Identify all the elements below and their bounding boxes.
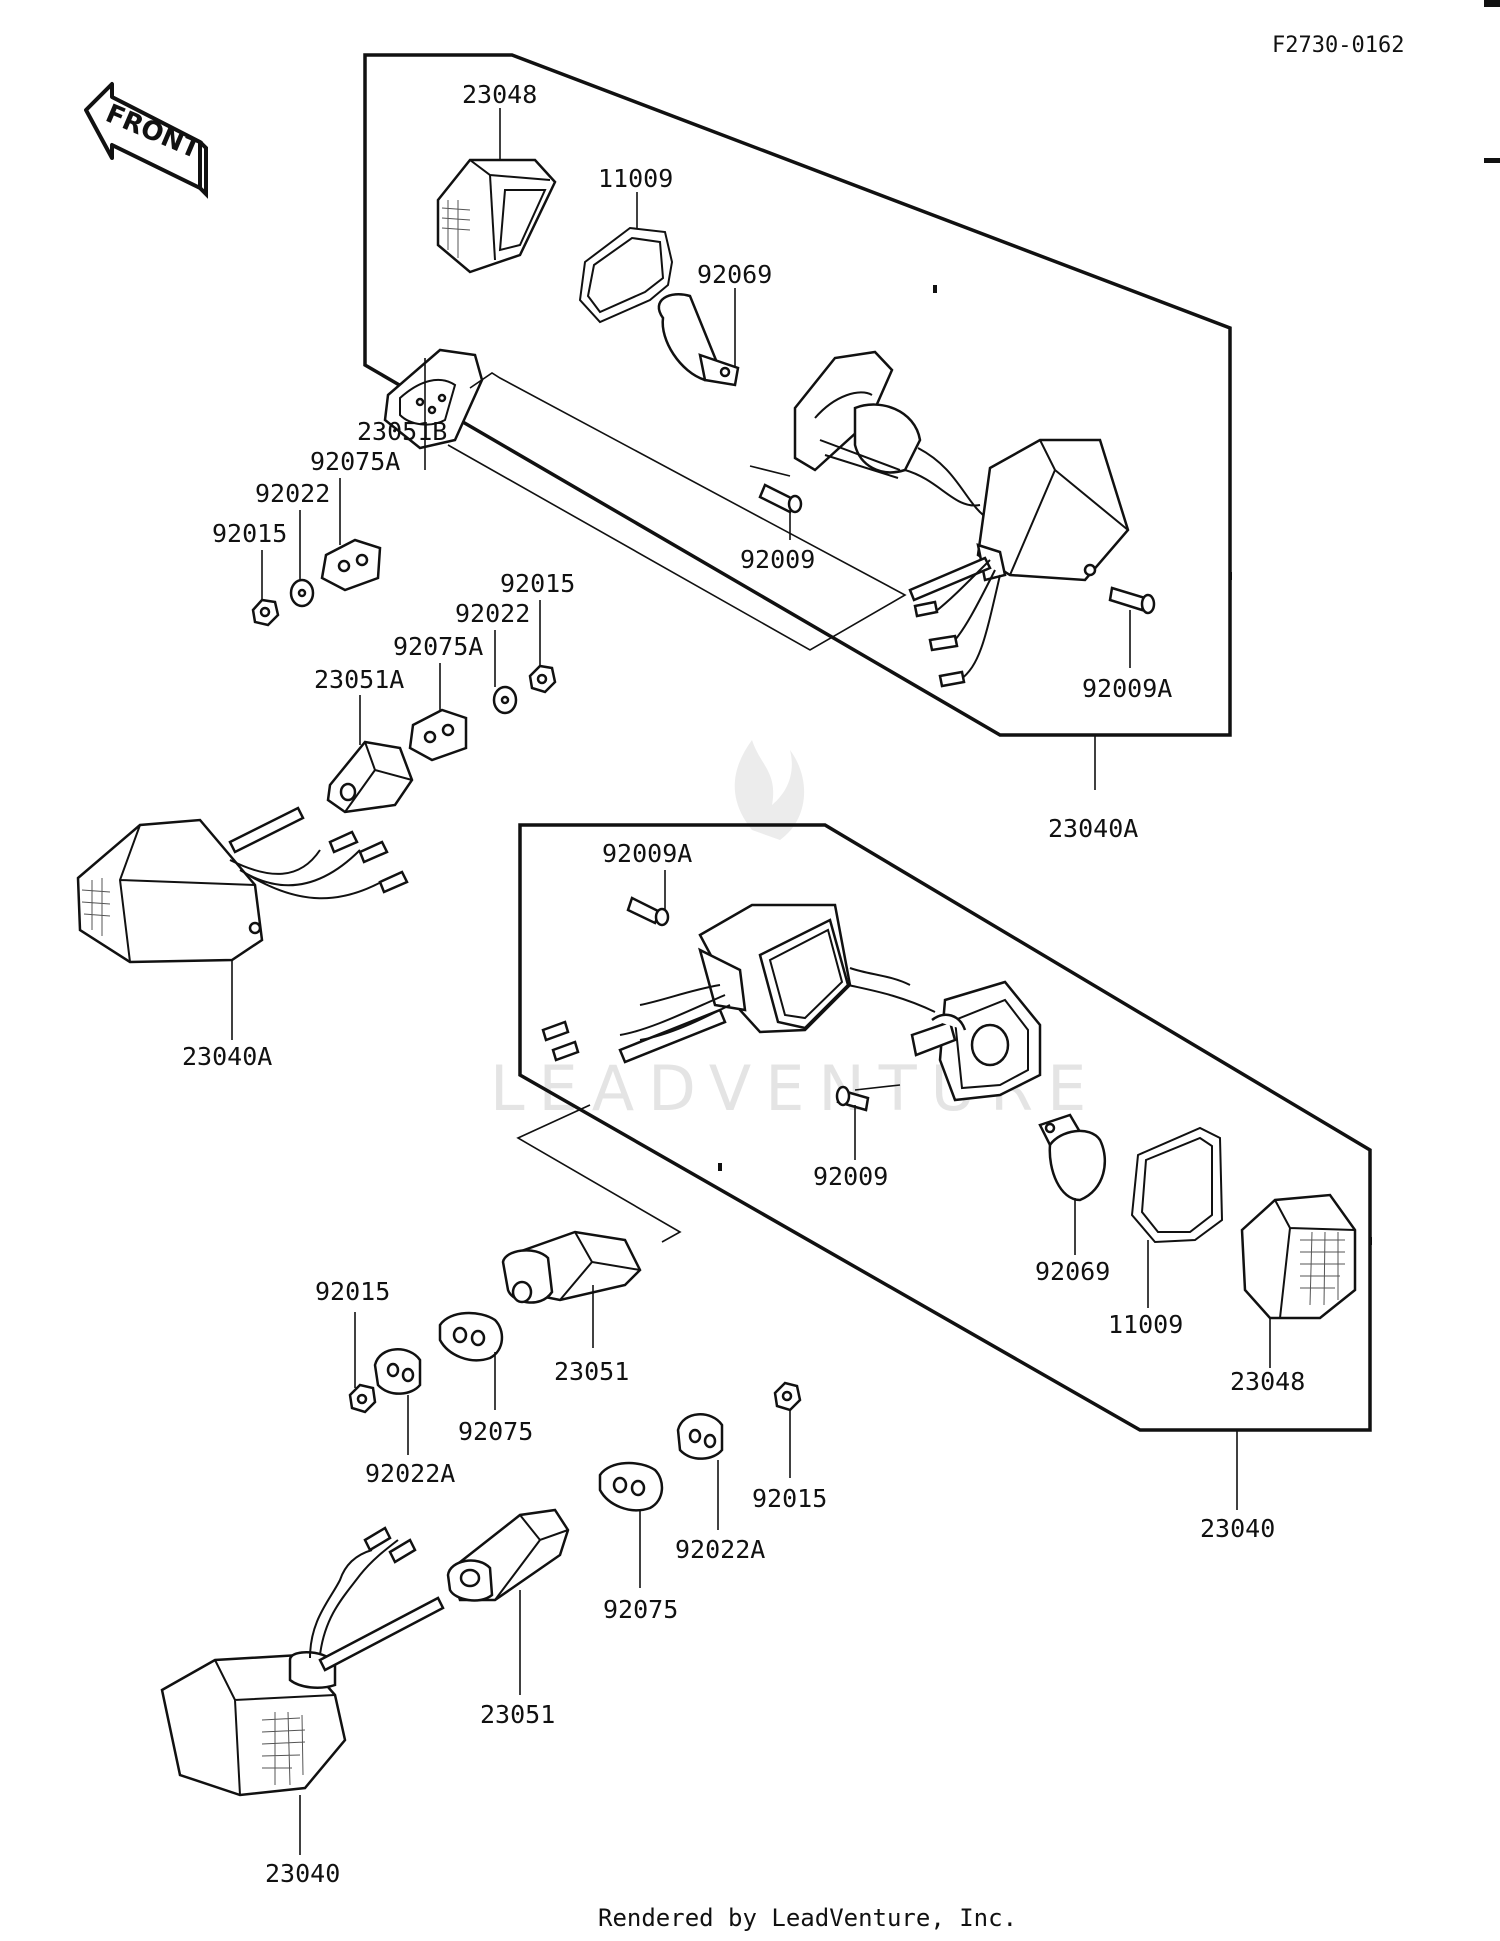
page-edge-mark <box>1484 0 1500 7</box>
callout-lens-upper: 23048 <box>462 80 537 109</box>
nut-top <box>251 598 280 627</box>
callout-screw-a-upper: 92009A <box>1082 674 1172 703</box>
gasket-upper <box>578 226 674 324</box>
callout-plate-a-top: 92075A <box>310 447 400 476</box>
callout-grommet-top-b: 92075 <box>458 1417 533 1446</box>
callout-bracket-a: 23051A <box>314 665 404 694</box>
callout-plate-a-mid: 92075A <box>393 632 483 661</box>
callout-bulb-upper: 92069 <box>697 260 772 289</box>
connection-line-b <box>516 1104 682 1243</box>
connection-line-a <box>447 372 907 651</box>
callout-screw-upper: 92009 <box>740 545 815 574</box>
footer-credit: Rendered by LeadVenture, Inc. <box>598 1904 1017 1932</box>
callout-screw-lower: 92009 <box>813 1162 888 1191</box>
plate-low-b <box>676 1413 724 1460</box>
screw-a-lower <box>626 896 670 927</box>
bulb-lower <box>1038 1113 1107 1202</box>
callout-signal-left-a: 23040A <box>182 1042 272 1071</box>
plate-a-mid <box>408 708 468 762</box>
front-arrow-icon: FRONT <box>84 82 208 199</box>
leader-lines <box>231 108 1271 1855</box>
plate-a-top <box>320 538 382 592</box>
screw-upper <box>758 483 803 514</box>
bracket-top-b <box>501 1230 642 1304</box>
callout-plate-low-b: 92022A <box>675 1535 765 1564</box>
callout-gasket-lower: 11009 <box>1108 1310 1183 1339</box>
plate-top-b <box>373 1348 422 1395</box>
housing-lower <box>541 903 1042 1102</box>
callout-plate-top-b: 92022A <box>365 1459 455 1488</box>
grommet-low-b <box>598 1461 664 1512</box>
callout-nut-top-b: 92015 <box>315 1277 390 1306</box>
callout-bracket-top-b: 23051 <box>554 1357 629 1386</box>
lens-lower <box>1240 1193 1357 1320</box>
bracket-low-b <box>446 1508 570 1602</box>
callout-lens-lower: 23048 <box>1230 1367 1305 1396</box>
callout-washer-mid: 92022 <box>455 599 530 628</box>
callout-nut-low-b: 92015 <box>752 1484 827 1513</box>
page-edge-mark <box>1484 158 1500 163</box>
upper-assembly-frame <box>363 53 1232 737</box>
nut-low-b <box>773 1381 802 1412</box>
callout-bracket-b: 23051B <box>357 417 447 446</box>
screw-a-upper <box>1108 586 1156 615</box>
washer-mid <box>492 685 518 715</box>
callout-washer-top: 92022 <box>255 479 330 508</box>
signal-left-b <box>160 1526 445 1797</box>
callout-grommet-low-b: 92075 <box>603 1595 678 1624</box>
callout-bracket-low-b: 23051 <box>480 1700 555 1729</box>
callout-assembly-lower: 23040 <box>1200 1514 1275 1543</box>
nut-mid <box>528 664 557 694</box>
callout-screw-a-lower: 92009A <box>602 839 692 868</box>
grommet-top-b <box>438 1311 504 1362</box>
callouts: 23048 11009 92069 92009 92009A 23040A 23… <box>182 80 1305 1888</box>
nut-top-b <box>348 1383 377 1414</box>
lens-upper <box>436 158 557 274</box>
washer-top <box>289 578 315 608</box>
callout-nut-top: 92015 <box>212 519 287 548</box>
callout-nut-mid: 92015 <box>500 569 575 598</box>
housing-upper <box>793 350 1130 688</box>
bracket-b <box>383 348 484 450</box>
callout-assembly-upper: 23040A <box>1048 814 1138 843</box>
callout-signal-left-b: 23040 <box>265 1859 340 1888</box>
screw-lower <box>835 1085 870 1112</box>
callout-bulb-lower: 92069 <box>1035 1257 1110 1286</box>
callout-gasket-upper: 11009 <box>598 164 673 193</box>
bulb-upper <box>657 293 740 387</box>
bracket-a <box>326 740 414 814</box>
signal-left-a <box>76 806 409 964</box>
diagram-code: F2730-0162 <box>1272 33 1404 58</box>
gasket-lower <box>1130 1126 1224 1244</box>
